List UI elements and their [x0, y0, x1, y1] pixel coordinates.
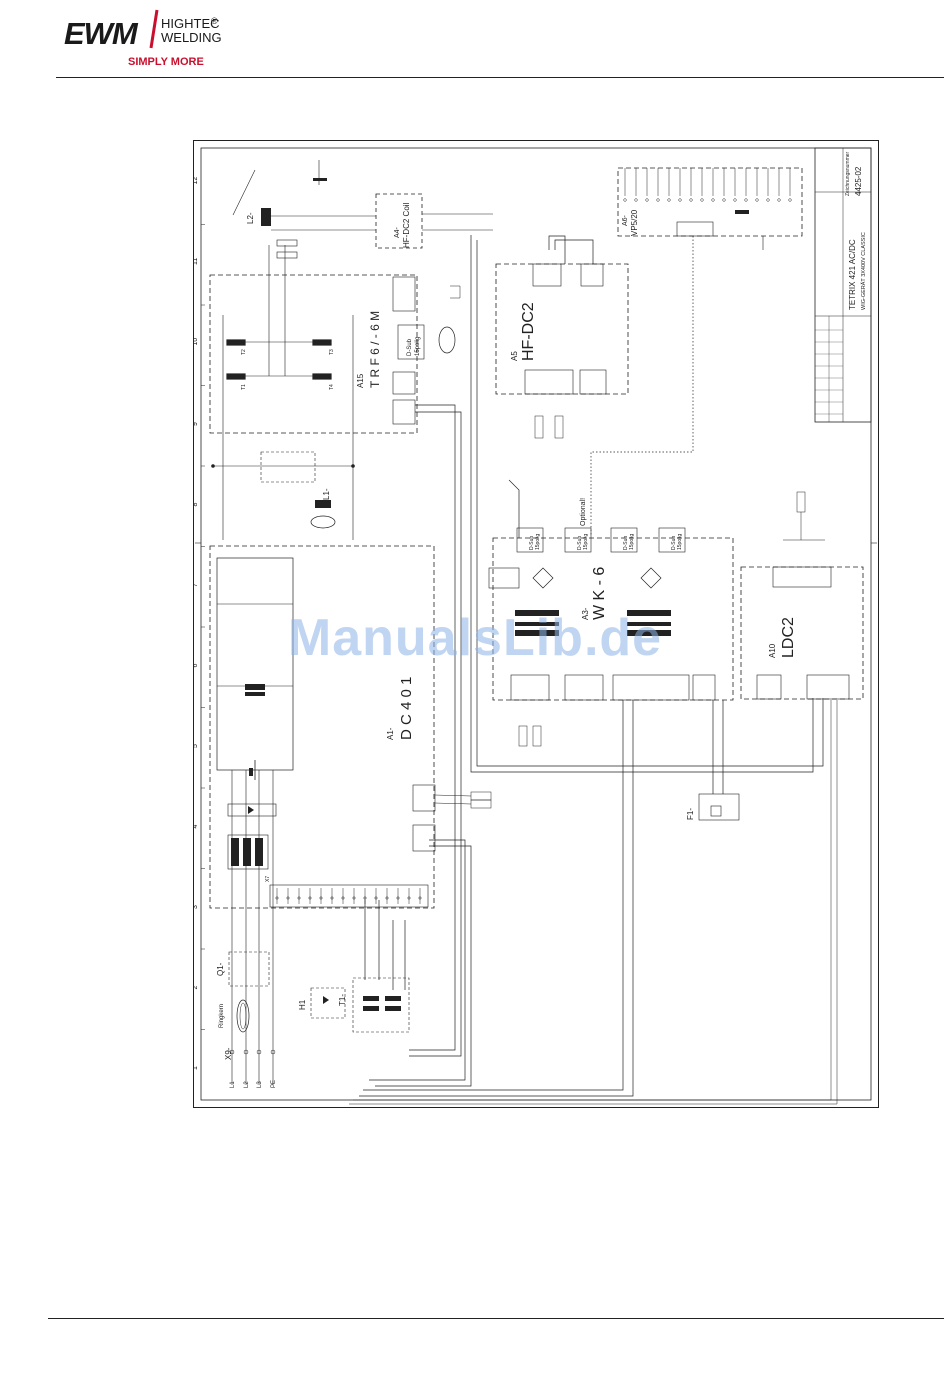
- a5-name: HF-DC2: [520, 302, 537, 361]
- connector-x2-a5: [524, 369, 574, 395]
- f1-label: F1-: [686, 808, 695, 820]
- drawing-title: TETRIX 421 AC/DC: [848, 239, 857, 310]
- header-rule: [56, 77, 944, 78]
- grid-number: 10: [193, 338, 199, 346]
- wiring-diagram: 123456789101112 A1- D C 4 0 1 X7 A15 T R…: [193, 140, 879, 1108]
- grid-number: 7: [193, 583, 199, 587]
- dsub-poles: 15polig: [583, 534, 589, 550]
- dsub-label: D-Sub: [623, 536, 629, 550]
- svg-text:T1: T1: [241, 384, 247, 390]
- a1-id: A1-: [386, 727, 395, 740]
- a3-name: W K - 6: [591, 567, 608, 620]
- connector-x6-a15: [397, 324, 425, 360]
- module-a6: [617, 167, 803, 237]
- a10-name: LDC2: [780, 617, 797, 658]
- a15-id: A15: [356, 373, 365, 388]
- h1-label: H1: [298, 999, 307, 1010]
- q1-label: Q1-: [216, 962, 225, 976]
- grid-number: 6: [193, 664, 199, 668]
- module-a1: [209, 545, 435, 909]
- a3-id: A3-: [581, 607, 590, 620]
- connector-x1-a10: [806, 674, 850, 700]
- connector-x5: [392, 399, 416, 425]
- a6-id: A6-: [622, 214, 629, 226]
- drawing-number: 4425-02: [854, 166, 863, 196]
- mains-label: L3: [257, 1081, 263, 1088]
- a4-name: HF-DC2 Coil: [402, 202, 411, 248]
- drawing-number-label: Zeichnungsnummer: [845, 151, 851, 196]
- dsub-a15-poles: 15polig: [415, 337, 421, 356]
- grid-number: 11: [193, 258, 199, 265]
- l2-label: L2-: [246, 212, 255, 224]
- grid-number: 4: [193, 825, 199, 829]
- module-a4: [375, 193, 423, 249]
- connector-x8-a15: [392, 276, 416, 312]
- tagline: SIMPLY MORE: [128, 56, 204, 68]
- mains-label: PE: [271, 1080, 277, 1088]
- connector-x5-a5: [580, 263, 604, 287]
- connector-x4: [392, 371, 416, 395]
- grid-numbers: 123456789101112: [193, 177, 205, 1070]
- t1-label: T1-: [338, 994, 347, 1006]
- grid-number: 5: [193, 744, 199, 748]
- brand-slash: [149, 9, 159, 49]
- a4-id: A4-: [394, 226, 401, 238]
- mains-label: L2: [244, 1081, 250, 1088]
- a6-name: VP5/20: [630, 209, 639, 236]
- connector-x7: [269, 884, 429, 908]
- l1-label: L1-: [322, 488, 331, 500]
- svg-text:T3: T3: [329, 349, 335, 355]
- brand-registered: ®: [211, 16, 218, 26]
- a5-id: A5: [510, 351, 519, 361]
- svg-text:X7: X7: [265, 876, 271, 882]
- x9-label: X9-: [224, 1047, 233, 1060]
- a15-name: T R F 6 / - 6 M: [368, 311, 382, 388]
- footer-rule: [48, 1318, 944, 1319]
- drawing-subtitle: WIG-GERÄT 3X400V CLASSIC: [860, 232, 867, 310]
- grid-number: 9: [193, 422, 199, 426]
- dsub-poles: 15polig: [629, 534, 635, 550]
- dsub-label: D-Sub: [577, 536, 583, 550]
- connector-x3-a3: [564, 674, 604, 701]
- connector-x6-a5: [532, 263, 562, 287]
- connector-x2-a10: [772, 566, 832, 588]
- a1-name: D C 4 0 1: [398, 677, 415, 740]
- mains-label: L1: [230, 1081, 236, 1088]
- a10-id: A10: [768, 643, 777, 658]
- grid-number: 1: [193, 1066, 199, 1070]
- sheet-outer-frame: [193, 140, 879, 1108]
- ringkern-label: Ringkern: [219, 1004, 225, 1028]
- svg-text:T4: T4: [329, 384, 335, 390]
- brand-sub-1: HIGHTEC: [161, 16, 220, 31]
- connector-x2-a3: [510, 674, 550, 701]
- connector-x8-a1: [412, 824, 436, 852]
- dsub-a15-label: D-Sub: [407, 338, 413, 356]
- connector-x1-a5: [579, 369, 607, 395]
- brand-sub-2: WELDING: [161, 30, 222, 45]
- dsub-label: D-Sub: [671, 536, 677, 550]
- svg-text:T2: T2: [241, 349, 247, 355]
- dsub-poles: 15polig: [535, 534, 541, 550]
- dsub-poles: 15polig: [677, 534, 683, 550]
- dsub-label: D-Sub: [529, 536, 535, 550]
- ewm-logo: EWM HIGHTEC ® WELDING SIMPLY MORE: [64, 9, 222, 68]
- grid-number: 12: [193, 177, 199, 185]
- connector-x3-a10: [756, 674, 782, 700]
- optional-label: Optional!: [580, 498, 587, 526]
- module-a15: [209, 274, 418, 434]
- connector-x13: [412, 784, 436, 812]
- module-a5: [495, 263, 629, 395]
- connector-x1-a3: [612, 674, 690, 701]
- connector-x9-a3: [692, 674, 716, 701]
- grid-number: 2: [193, 986, 199, 990]
- grid-number: 3: [193, 905, 199, 909]
- grid-number: 8: [193, 503, 199, 507]
- brand-text: EWM: [64, 16, 139, 51]
